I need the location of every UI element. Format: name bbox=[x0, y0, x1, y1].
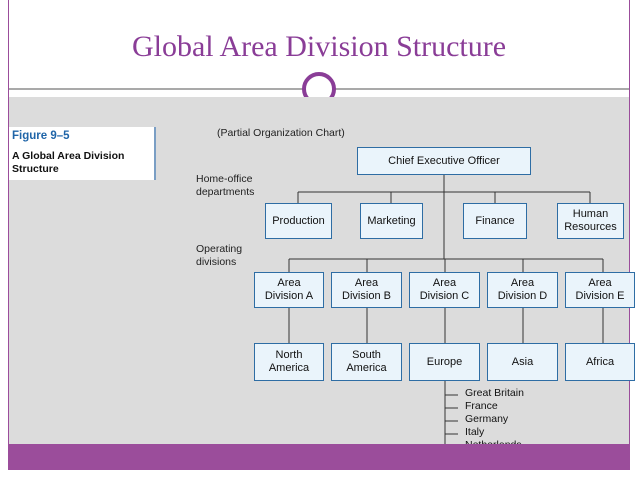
division-box-b: Area Division B bbox=[331, 272, 402, 308]
europe-country-list: Great Britain France Germany Italy Nethe… bbox=[465, 387, 524, 452]
region-label: Asia bbox=[511, 355, 534, 368]
region-box-south-america: South America bbox=[331, 343, 402, 381]
department-label: Marketing bbox=[367, 214, 416, 227]
country-item: France bbox=[465, 400, 498, 412]
ceo-label: Chief Executive Officer bbox=[388, 154, 500, 167]
slide-title: Global Area Division Structure bbox=[131, 30, 507, 63]
slide-frame-right bbox=[629, 0, 630, 470]
division-box-e: Area Division E bbox=[565, 272, 635, 308]
slide-frame-left bbox=[8, 0, 9, 470]
footer-bar bbox=[9, 444, 629, 470]
country-item: Germany bbox=[465, 413, 509, 425]
country-item: Great Britain bbox=[465, 387, 524, 399]
region-box-africa: Africa bbox=[565, 343, 635, 381]
region-box-asia: Asia bbox=[487, 343, 558, 381]
department-box-marketing: Marketing bbox=[360, 203, 423, 239]
org-chart-connectors bbox=[288, 175, 604, 444]
division-label: Area Division E bbox=[575, 277, 625, 302]
figure-panel: Figure 9–5 A Global Area Division Struct… bbox=[9, 97, 635, 451]
division-box-d: Area Division D bbox=[487, 272, 558, 308]
region-label: Europe bbox=[426, 355, 463, 368]
figure-caption: A Global Area Division Structure bbox=[12, 150, 125, 175]
division-label: Area Division D bbox=[497, 277, 548, 302]
region-label: North America bbox=[268, 349, 310, 374]
region-label: Africa bbox=[585, 355, 615, 368]
department-label: Human Resources bbox=[564, 208, 617, 233]
ceo-box: Chief Executive Officer bbox=[357, 147, 531, 175]
operating-divisions-label: Operating divisions bbox=[196, 243, 243, 268]
figure-label-box: Figure 9–5 A Global Area Division Struct… bbox=[9, 127, 156, 180]
division-label: Area Division A bbox=[264, 277, 314, 302]
department-label: Production bbox=[272, 214, 325, 227]
department-box-finance: Finance bbox=[463, 203, 527, 239]
country-item: Italy bbox=[465, 426, 485, 438]
department-label: Finance bbox=[475, 214, 515, 227]
region-box-north-america: North America bbox=[254, 343, 324, 381]
department-box-human-resources: Human Resources bbox=[557, 203, 624, 239]
chart-subtitle: (Partial Organization Chart) bbox=[217, 127, 345, 139]
division-box-c: Area Division C bbox=[409, 272, 480, 308]
region-label: South America bbox=[346, 349, 387, 374]
region-box-europe: Europe bbox=[409, 343, 480, 381]
department-box-production: Production bbox=[265, 203, 332, 239]
division-box-a: Area Division A bbox=[254, 272, 324, 308]
division-label: Area Division C bbox=[419, 277, 470, 302]
division-label: Area Division B bbox=[342, 277, 391, 302]
home-office-label: Home-office departments bbox=[196, 173, 255, 198]
figure-number: Figure 9–5 bbox=[12, 130, 70, 142]
